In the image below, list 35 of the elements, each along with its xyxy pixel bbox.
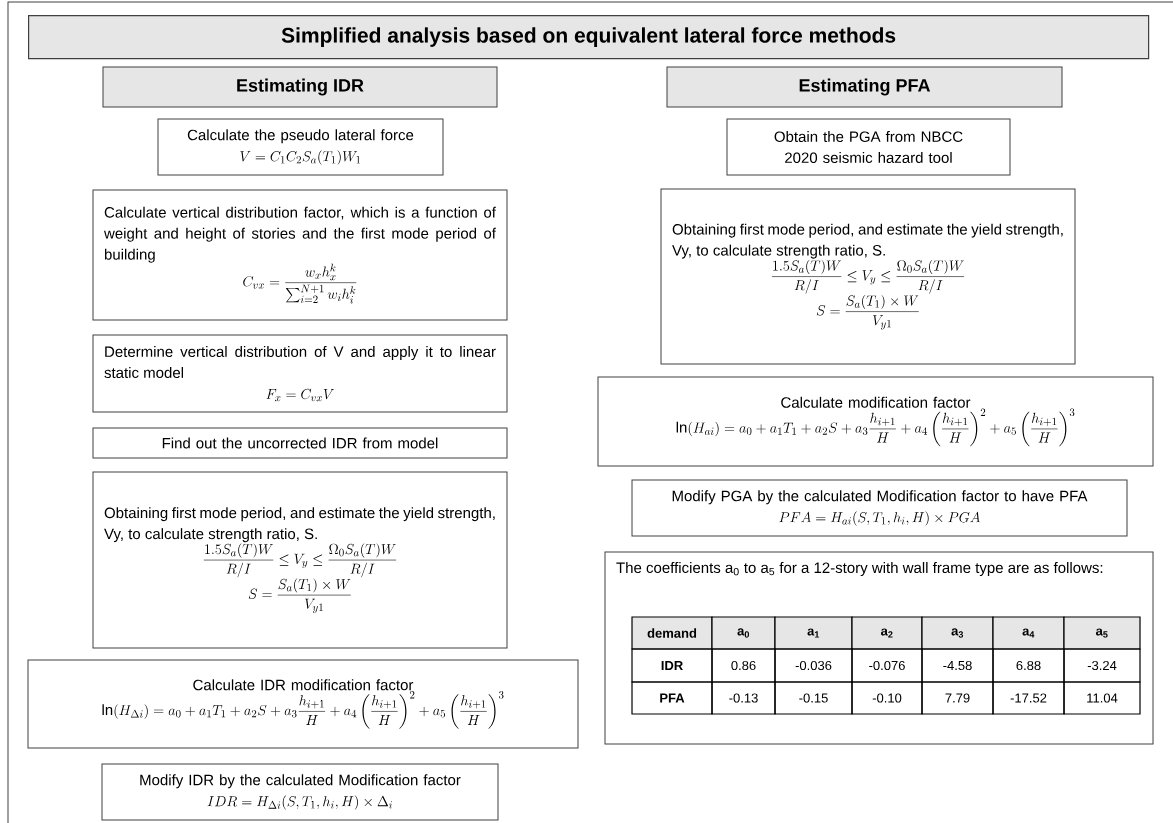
table-cell: PFA — [631, 681, 713, 715]
table-cell: a$_{5}$ — [1063, 616, 1141, 650]
title-banner: Simplified analysis based on equivalent lateral force methods — [28, 15, 1150, 60]
table-cell: -0.10 — [851, 681, 923, 715]
process-box: Determine vertical distribution of V and apply it to linear static model $F_x = C_{vx} V$ — [92, 334, 508, 413]
table-cell: 0.86 — [711, 648, 776, 683]
table-cell: -17.52 — [992, 681, 1065, 715]
process-box: Calculate the pseudo lateral force $V = C_1 C_2 S_a(T_1) W_1$ — [157, 118, 444, 176]
table-cell: 6.88 — [992, 648, 1065, 683]
table-cell: demand — [631, 616, 713, 650]
process-box: Obtain the PGA from NBCC 2020 seismic hazard tool — [726, 118, 1011, 176]
process-box: Modify IDR by the calculated Modification factor $IDR = H_{\Delta i}(S, T_1, h_i, H) \times \Delta_i$ — [101, 763, 499, 821]
process-box: Calculate vertical distribution factor, which is a function of weight and height of stories and the first mode period of building $C_{vx} = \frac{w_x h_x^k}{\sum\nolimits_{i=2}^{N+1} w_i h_i^k}$ — [92, 189, 508, 321]
table-cell: -0.036 — [774, 648, 853, 683]
process-box: Calculate IDR modification factor $\ln(H_{\Delta i}) = a_0 + a_1 T_1 + a_2 S + a_3 \frac{h_{i+1}}{H} + a_4 \left(\frac{h_{i+1}}{H}\right)^2 + a_5 \left(\frac{h_{i+1}}{H}\right)^3$ — [27, 659, 579, 749]
table-cell: a$_{0}$ — [711, 616, 776, 650]
table-cell: a$_{3}$ — [921, 616, 994, 650]
section-header: Estimating IDR — [102, 66, 498, 108]
table-cell: 7.79 — [921, 681, 994, 715]
process-box: Obtaining first mode period, and estimate the yield strength, Vy, to calculate strength ratio, S. $\frac{1.5 S_a(T) W}{R/I} \le V_y \le \frac{\Omega_0 S_a(T) W}{R/I}$ $S = \frac{S_a(T_1) \times W}{V_{y1}}$ — [92, 471, 508, 649]
table-cell: -3.24 — [1063, 648, 1141, 683]
process-box: Calculate modification factor $\ln(H_{ai}) = a_0 + a_1 T_1 + a_2 S + a_3 \frac{h_{i+1}}{H} + a_4 \left(\frac{h_{i+1}}{H}\right)^2 + a_5 \left(\frac{h_{i+1}}{H}\right)^3$ — [597, 376, 1154, 467]
table-cell: a$_{2}$ — [851, 616, 923, 650]
table-cell: -0.15 — [774, 681, 853, 715]
process-box: Obtaining first mode period, and estimate the yield strength, Vy, to calculate strength ratio, S. $\frac{1.5 S_a(T) W}{R/I} \le V_y \le \frac{\Omega_0 S_a(T) W}{R/I}$ $S = \frac{S_a(T_1) \times W}{V_{y1}}$ — [660, 188, 1076, 365]
table-cell: -0.076 — [851, 648, 923, 683]
table-cell: a$_{1}$ — [774, 616, 853, 650]
table-cell: 11.04 — [1063, 681, 1141, 715]
process-box: Modify PGA by the calculated Modification factor to have PFA $PFA = H_{ai}(S, T_1, h_i, H) \times PGA$ — [631, 479, 1128, 537]
process-box: Find out the uncorrected IDR from model — [92, 427, 508, 459]
section-header: Estimating PFA — [666, 66, 1063, 108]
table-cell: IDR — [631, 648, 713, 683]
table-cell: a$_{4}$ — [992, 616, 1065, 650]
table-cell: -0.13 — [711, 681, 776, 715]
table-cell: -4.58 — [921, 648, 994, 683]
